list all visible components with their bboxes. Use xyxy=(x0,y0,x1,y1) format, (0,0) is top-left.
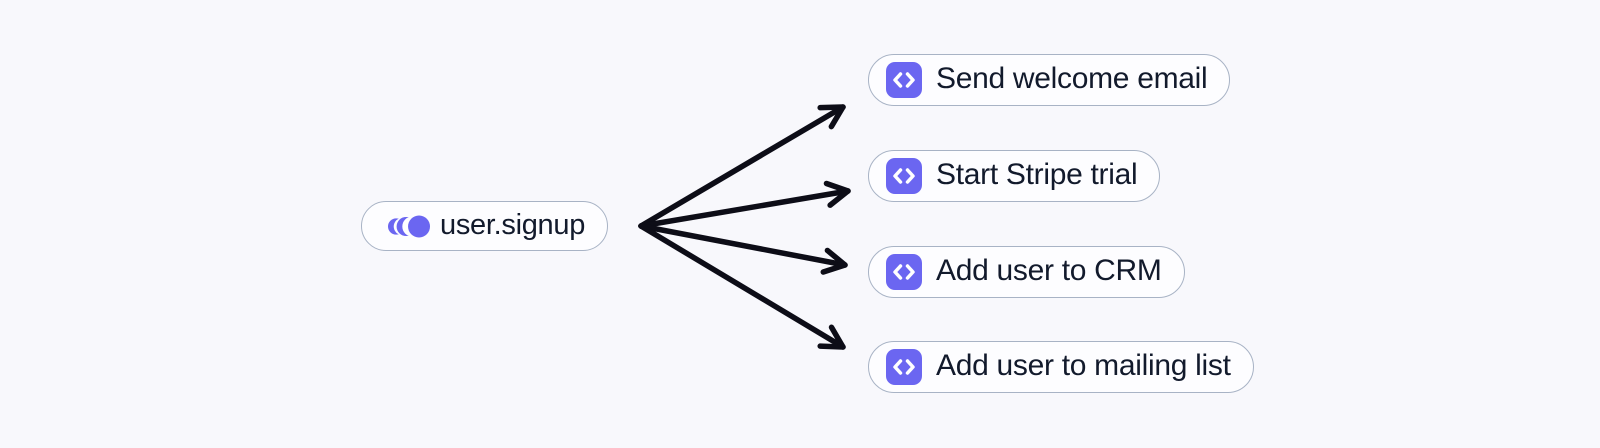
function-label: Send welcome email xyxy=(936,62,1208,95)
code-brackets-icon xyxy=(886,349,922,385)
function-node-send-welcome-email: Send welcome email xyxy=(868,54,1231,106)
function-label: Start Stripe trial xyxy=(936,158,1138,191)
function-node-add-user-to-crm: Add user to CRM xyxy=(868,246,1185,298)
arrow-to-add-user-to-mailing-list xyxy=(638,223,846,350)
function-label: Add user to mailing list xyxy=(936,349,1231,382)
event-pulse-icon xyxy=(388,213,430,240)
code-brackets-icon xyxy=(886,158,922,194)
event-label: user.signup xyxy=(440,208,586,241)
arrow-to-add-user-to-crm xyxy=(638,223,848,275)
code-brackets-icon xyxy=(886,62,922,98)
function-node-start-stripe-trial: Start Stripe trial xyxy=(868,150,1161,202)
code-brackets-icon xyxy=(886,254,922,290)
arrow-to-send-welcome-email xyxy=(638,104,846,229)
function-node-add-user-to-mailing-list: Add user to mailing list xyxy=(868,341,1254,393)
function-label: Add user to CRM xyxy=(936,254,1162,287)
event-node-user-signup: user.signup xyxy=(361,201,609,251)
arrow-to-start-stripe-trial xyxy=(638,180,851,229)
